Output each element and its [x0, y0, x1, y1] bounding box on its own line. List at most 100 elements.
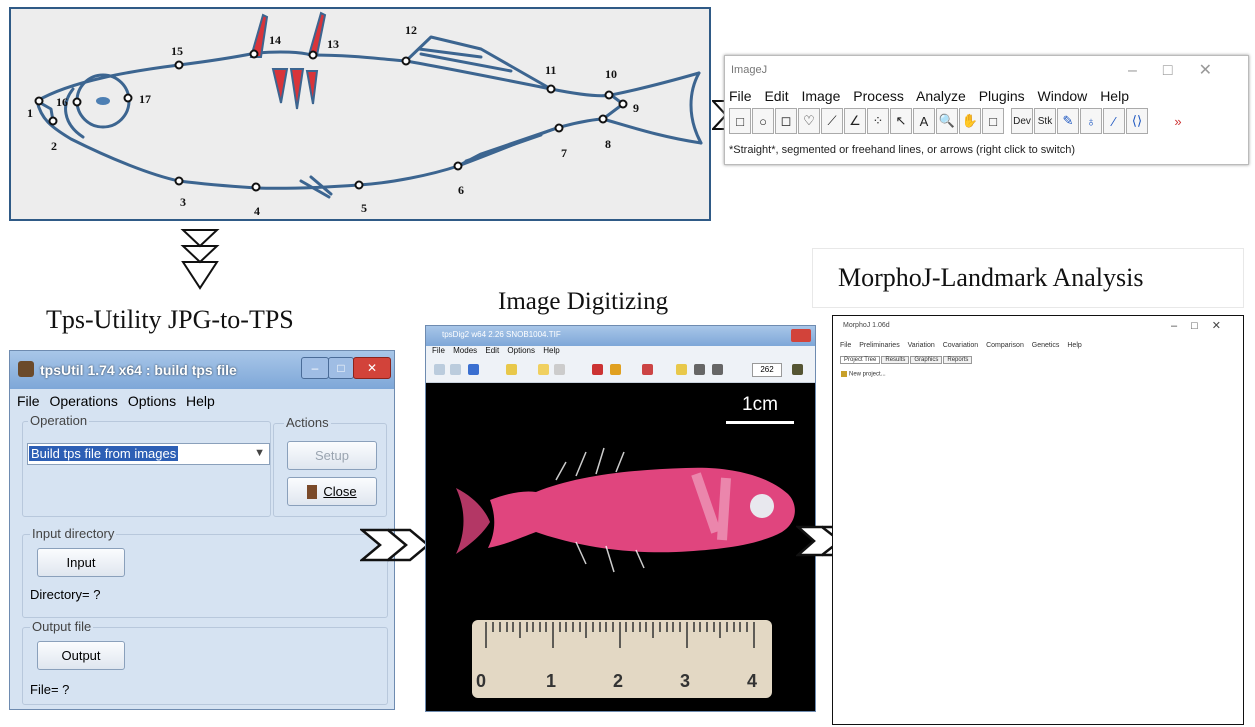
point-tool-icon[interactable]: ⁘	[867, 108, 889, 134]
fish-outline-drawing	[34, 11, 703, 199]
ruler-number-3: 3	[680, 671, 691, 691]
imagej-menu-analyze[interactable]: Analyze	[915, 88, 966, 104]
tpsutil-menu-operations[interactable]: Operations	[49, 393, 118, 409]
curve-icon[interactable]	[610, 364, 621, 375]
text-tool-icon[interactable]: A	[913, 108, 935, 134]
minimize-button[interactable]: –	[301, 357, 329, 379]
setup-button[interactable]: Setup	[287, 441, 377, 470]
landmark-15: 15	[171, 44, 183, 58]
imagej-window-buttons[interactable]: –□✕	[1128, 62, 1238, 79]
tpsdig-menu-modes[interactable]: Modes	[453, 346, 478, 355]
stack-tool-icon[interactable]: Stk	[1034, 108, 1056, 134]
morphoj-menu-preliminaries[interactable]: Preliminaries	[859, 342, 900, 349]
ruler-icon[interactable]	[554, 364, 565, 375]
tpsdig-menu-options[interactable]: Options	[507, 346, 535, 355]
polygon-tool-icon[interactable]: ◻	[775, 108, 797, 134]
tpsutil-title: tpsUtil 1.74 x64 : build tps file	[40, 362, 237, 378]
arrow-tool-icon[interactable]: ⟨⟩	[1126, 108, 1148, 134]
maximize-button[interactable]: □	[328, 357, 354, 379]
imagej-menu-edit[interactable]: Edit	[764, 88, 789, 104]
imagej-menu-window[interactable]: Window	[1037, 88, 1088, 104]
landmark-5: 5	[361, 201, 367, 215]
scale-icon[interactable]	[642, 364, 653, 375]
forward-icon[interactable]	[450, 364, 461, 375]
tpsdig-menu-help[interactable]: Help	[543, 346, 560, 355]
tpsutil-menu-file[interactable]: File	[17, 393, 40, 409]
close-button[interactable]: Close	[287, 477, 377, 506]
tpsutil-app-icon	[18, 361, 34, 377]
imagej-menu-file[interactable]: File	[729, 88, 752, 104]
landmark-7: 7	[561, 146, 567, 160]
morphoj-menu-file[interactable]: File	[840, 342, 852, 349]
project-tree-item[interactable]: New project...	[841, 371, 886, 378]
tab-reports[interactable]: Reports	[943, 356, 973, 364]
landmark-8: 8	[605, 137, 611, 151]
close-button-label: Close	[323, 484, 357, 499]
morphoj-menu-covariation[interactable]: Covariation	[942, 342, 979, 349]
morphoj-menu-help[interactable]: Help	[1067, 342, 1082, 349]
select-icon[interactable]	[538, 364, 549, 375]
line-tool-icon[interactable]: ⟋	[821, 108, 843, 134]
scale-bar	[726, 421, 794, 424]
morphoj-menu-variation[interactable]: Variation	[907, 342, 935, 349]
rectangle-tool-icon[interactable]: □	[729, 108, 751, 134]
imagej-menu-help[interactable]: Help	[1100, 88, 1129, 104]
tab-graphics[interactable]: Graphics	[910, 356, 943, 364]
wand-icon[interactable]	[506, 364, 517, 375]
output-file-group	[22, 627, 388, 705]
oval-tool-icon[interactable]: ○	[752, 108, 774, 134]
imagej-menu-plugins[interactable]: Plugins	[978, 88, 1025, 104]
operation-select[interactable]: Build tps file from images ▼	[27, 443, 270, 465]
tpsdig-toolbar: 262	[426, 358, 815, 383]
ruler-number-0: 0	[476, 671, 487, 691]
angle-tool-icon[interactable]: ∠	[844, 108, 866, 134]
landmark-10: 10	[605, 67, 617, 81]
ruler-number-1: 1	[546, 671, 557, 691]
fit-icon[interactable]	[676, 364, 687, 375]
zoom-in-icon[interactable]	[694, 364, 705, 375]
pencil-tool-icon[interactable]: ⁄	[1103, 108, 1125, 134]
dev-tool-icon[interactable]: Dev	[1011, 108, 1033, 134]
freehand-tool-icon[interactable]: ♡	[798, 108, 820, 134]
imagej-menu-image[interactable]: Image	[801, 88, 841, 104]
hand-tool-icon[interactable]: ✋	[959, 108, 981, 134]
back-icon[interactable]	[434, 364, 445, 375]
ruler-number-2: 2	[613, 671, 624, 691]
morphoj-window-buttons[interactable]: –□✕	[1171, 320, 1235, 332]
tpsutil-menu-options[interactable]: Options	[127, 393, 177, 409]
landmark-icon[interactable]	[592, 364, 603, 375]
landmark-9: 9	[633, 101, 639, 115]
tpsdig-titlebar: tpsDig2 w64 2.26 SNOB1004.TIF	[426, 326, 815, 346]
color-picker-tool-icon[interactable]: □	[982, 108, 1004, 134]
project-tree-label: New project...	[849, 371, 886, 378]
tpsdig-menu-edit[interactable]: Edit	[485, 346, 500, 355]
brush-tool-icon[interactable]: ✎	[1057, 108, 1079, 134]
morphoj-menu-genetics[interactable]: Genetics	[1031, 342, 1060, 349]
output-button[interactable]: Output	[37, 641, 125, 670]
zoom-out-icon[interactable]	[712, 364, 723, 375]
tab-results[interactable]: Results	[881, 356, 910, 364]
chevron-down-icon[interactable]: ▼	[254, 447, 265, 459]
landmark-17: 17	[139, 92, 151, 106]
actions-group-label: Actions	[284, 415, 331, 430]
tps-utility-label: Tps-Utility JPG-to-TPS	[46, 305, 294, 334]
tpsdig-window: tpsDig2 w64 2.26 SNOB1004.TIF File Modes…	[425, 325, 816, 712]
input-button[interactable]: Input	[37, 548, 125, 577]
wand-tool-icon[interactable]: ↖	[890, 108, 912, 134]
flood-fill-tool-icon[interactable]: ♁	[1080, 108, 1102, 134]
landmark-2: 2	[51, 139, 57, 153]
magnifier-tool-icon[interactable]: 🔍	[936, 108, 958, 134]
close-window-button[interactable]	[791, 329, 811, 342]
close-window-button[interactable]: ✕	[353, 357, 391, 379]
arrow-down-icon	[180, 229, 220, 290]
zoom-level-field[interactable]: 262	[752, 363, 782, 377]
move-icon[interactable]	[468, 364, 479, 375]
tpsdig-menu-file[interactable]: File	[432, 346, 445, 355]
info-icon[interactable]	[792, 364, 803, 375]
imagej-menu-process[interactable]: Process	[853, 88, 904, 104]
tpsutil-menu-help[interactable]: Help	[185, 393, 215, 409]
specimen-fish-image	[456, 447, 795, 698]
tab-project-tree[interactable]: Project Tree	[840, 356, 881, 364]
more-tools-icon[interactable]: »	[1174, 113, 1182, 129]
morphoj-menu-comparison[interactable]: Comparison	[986, 342, 1024, 349]
